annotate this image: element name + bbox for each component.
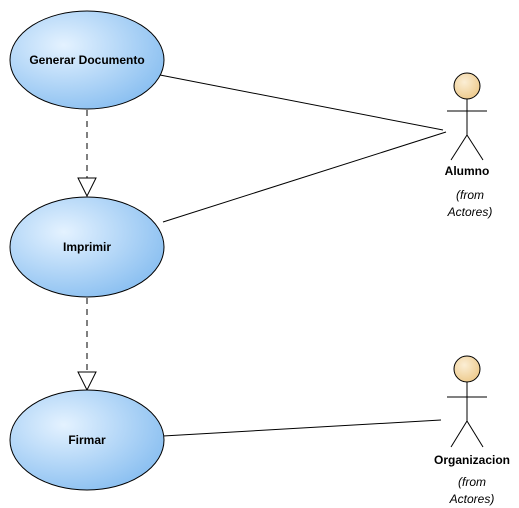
association-imprimir-alumno[interactable]	[162, 131, 447, 223]
dependency-imprimir-firmar[interactable]	[77, 298, 97, 392]
actor-origin-line: (from	[456, 188, 484, 202]
association-firmar-organizacion[interactable]	[162, 419, 442, 437]
actor-head-icon	[453, 72, 481, 100]
actor-name-alumno: Alumno	[444, 164, 490, 178]
usecase-imprimir[interactable]	[9, 196, 165, 298]
actor-origin-line: Actores)	[449, 492, 495, 506]
actor-origin-line: (from	[458, 475, 486, 489]
usecase-generar-documento[interactable]	[9, 10, 165, 110]
usecase-label-generar-documento: Generar Documento	[29, 53, 145, 67]
usecase-label-firmar: Firmar	[68, 433, 106, 447]
actor-head-icon	[453, 355, 481, 383]
actor-organizacion-figure[interactable]	[447, 355, 487, 448]
usecase-firmar[interactable]	[9, 389, 165, 491]
actor-origin-organizacion: (from Actores)	[450, 474, 495, 508]
actor-origin-line: Actores)	[447, 205, 493, 219]
usecase-label-imprimir: Imprimir	[62, 240, 112, 254]
association-generar-alumno[interactable]	[159, 74, 444, 131]
actor-alumno-figure[interactable]	[447, 72, 487, 161]
dependency-generar-imprimir[interactable]	[77, 110, 97, 198]
actor-name-organizacion: Organizacion	[433, 453, 511, 467]
actor-origin-alumno: (from Actores)	[448, 187, 493, 221]
